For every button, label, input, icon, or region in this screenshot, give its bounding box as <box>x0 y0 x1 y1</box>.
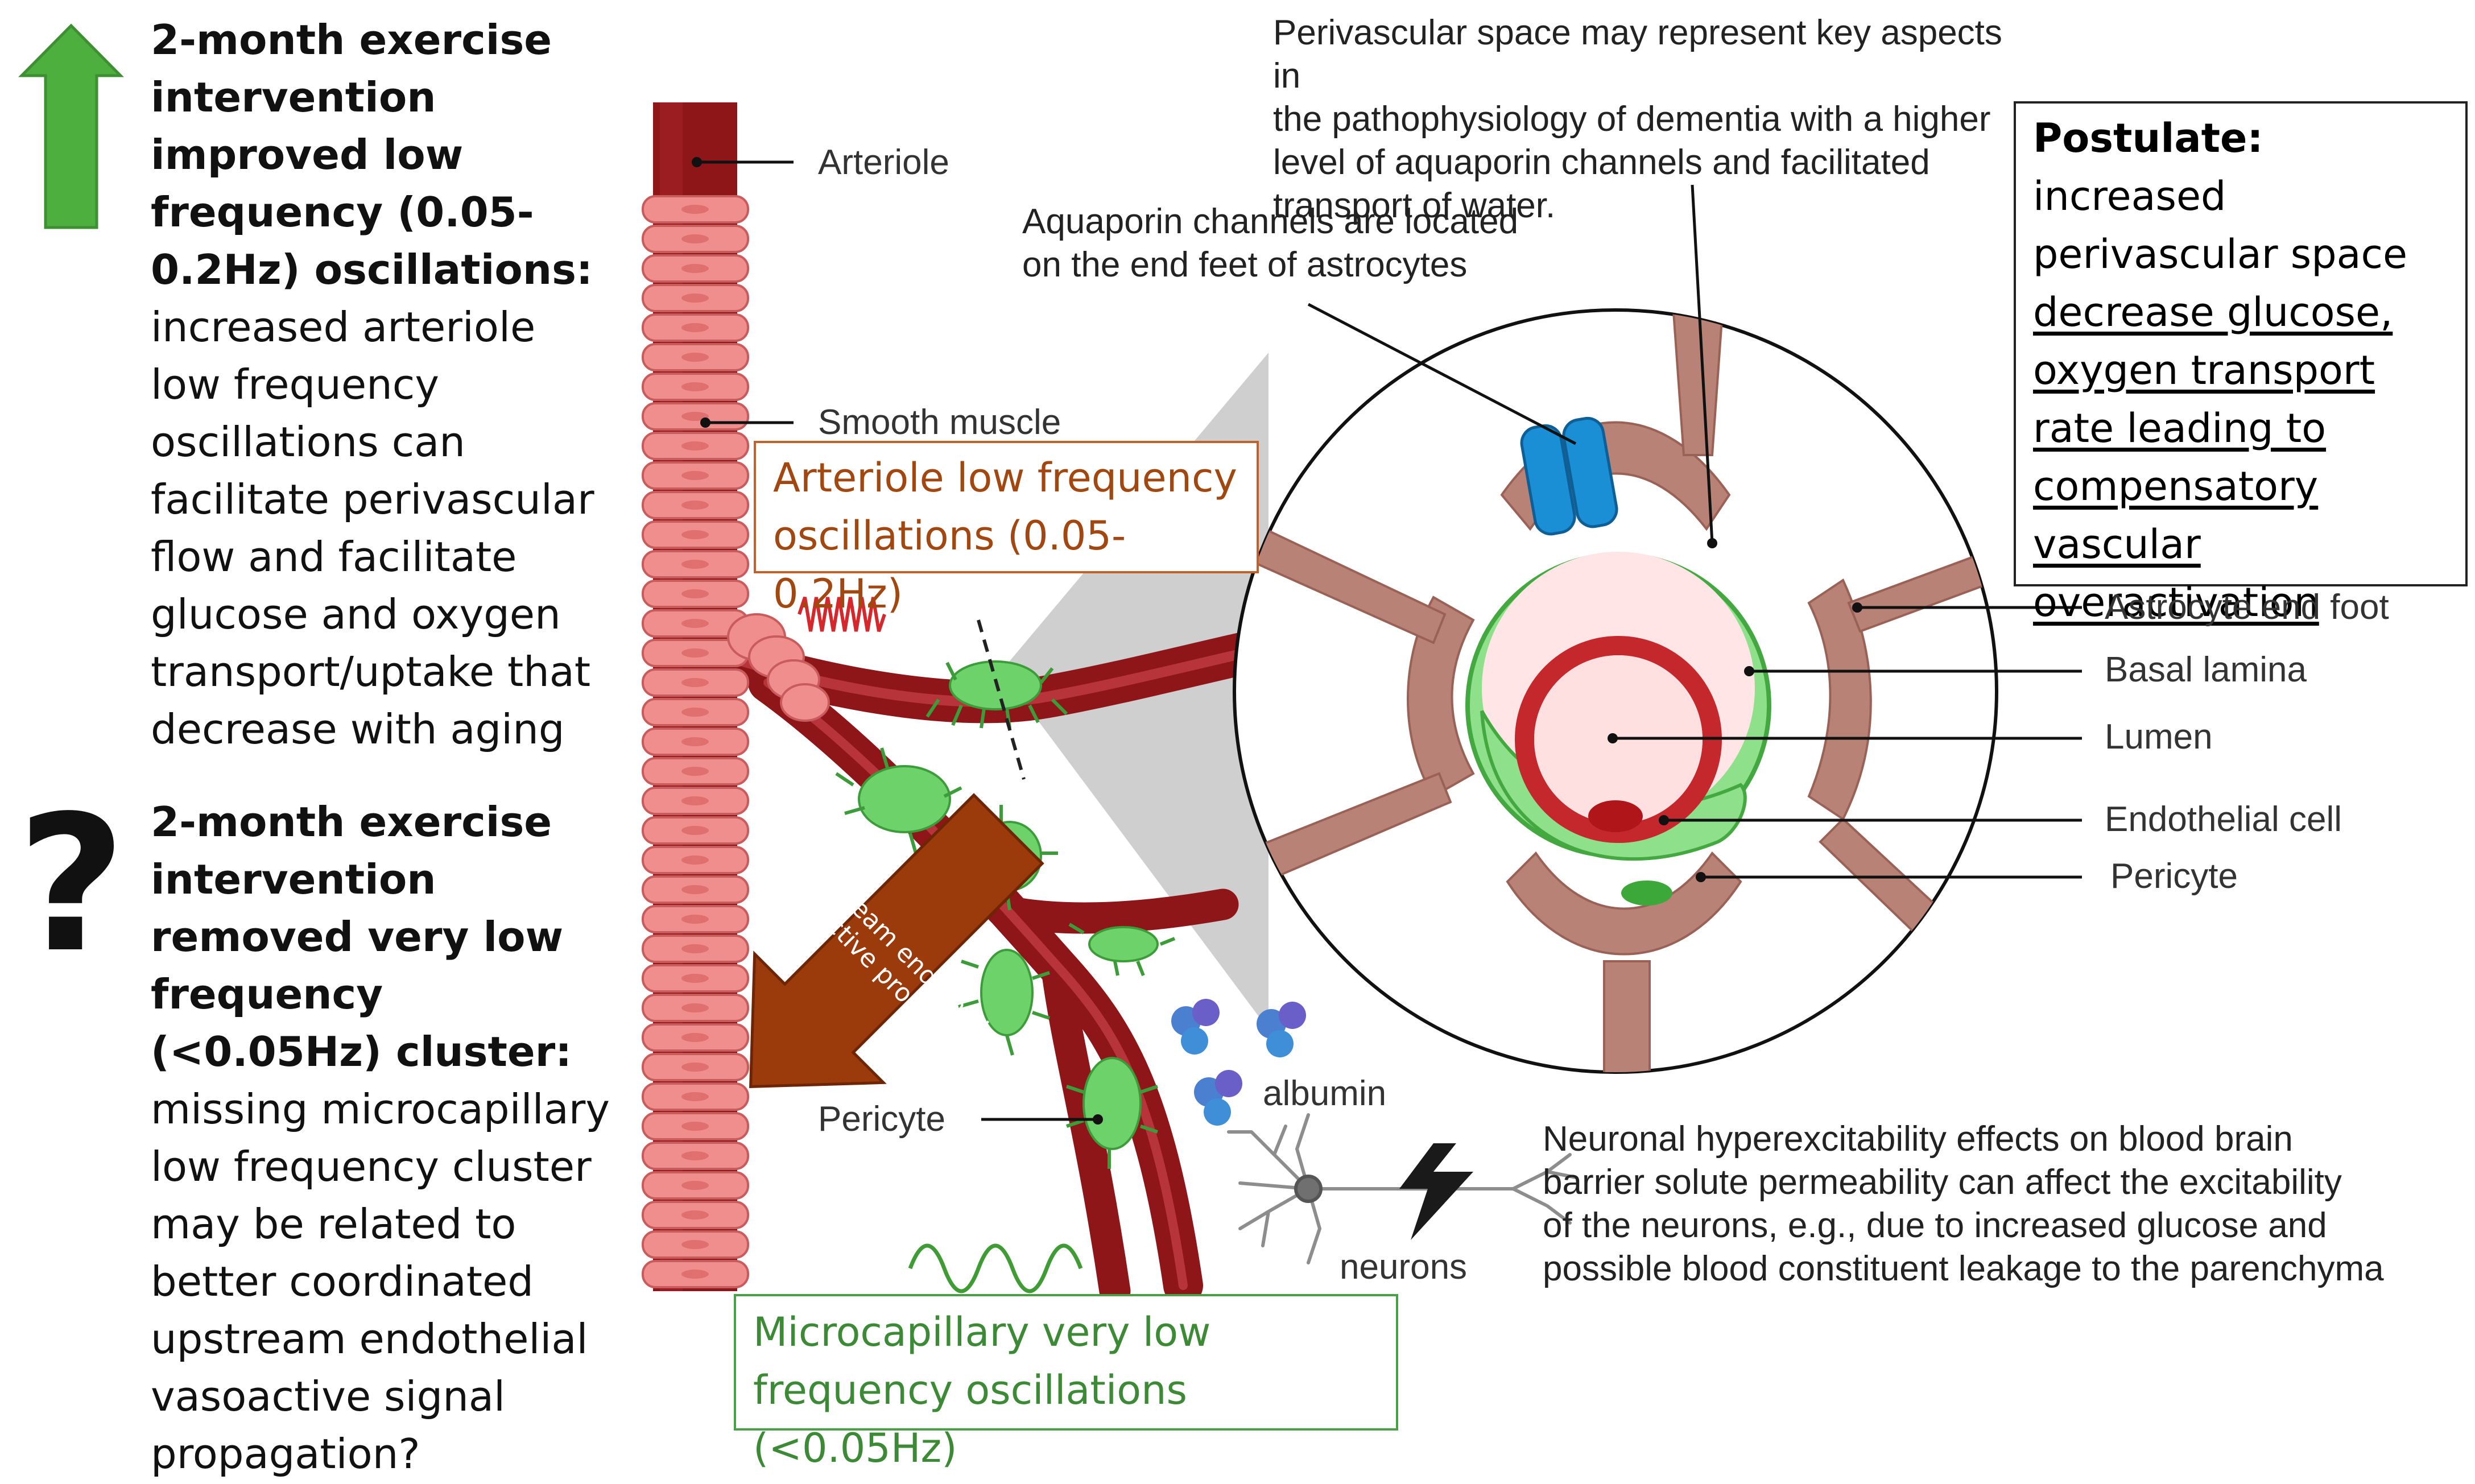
smooth-muscle-nucleus <box>681 826 709 835</box>
smooth-muscle-nucleus <box>681 205 709 214</box>
pericyte-cells <box>858 660 1159 1150</box>
smooth-muscle-nucleus <box>681 944 709 953</box>
aquaporin-annotation: Aquaporin channels are located on the en… <box>1022 202 1519 284</box>
leader-lines <box>697 160 2082 1121</box>
bottom-finding-bold: 2-month exercise intervention removed ve… <box>151 798 564 1076</box>
microcapillary-wave-icon <box>908 1243 1083 1293</box>
branch-smooth-muscle <box>727 613 830 722</box>
smooth-muscle-nucleus <box>681 589 709 598</box>
neuron-icon <box>1227 1113 1577 1264</box>
smooth-muscle-nucleus <box>681 1122 709 1131</box>
smooth-muscle-nucleus <box>681 1151 709 1160</box>
perivascular-annotation: Perivascular space may represent key asp… <box>1273 13 2002 225</box>
smooth-muscle-nucleus <box>681 234 709 243</box>
smooth-muscle-nucleus <box>681 767 709 776</box>
microcapillary-oscillation-text: Microcapillary very low frequency oscill… <box>753 1309 1211 1471</box>
arteriole-wave-icon <box>798 597 886 632</box>
smooth-muscle-nucleus <box>681 855 709 865</box>
diagram-artwork <box>18 23 2082 1307</box>
smooth-muscle-nucleus <box>681 796 709 805</box>
aquaporin-channel-icon <box>1520 416 1618 536</box>
smooth-muscle-nucleus <box>681 501 709 510</box>
smooth-muscle-nucleus <box>681 1181 709 1190</box>
albumin-molecules <box>1171 999 1306 1126</box>
pericyte-circle-label: Pericyte <box>2110 857 2238 896</box>
endothelial-cell-label: Endothelial cell <box>2105 800 2342 839</box>
smooth-muscle-nucleus <box>681 678 709 687</box>
bottom-finding-text: 2-month exercise intervention removed ve… <box>151 793 617 1483</box>
postulate-heading: Postulate: <box>2033 115 2263 162</box>
smooth-muscle-nucleus <box>681 441 709 450</box>
top-finding-bold: 2-month exercise intervention improved l… <box>151 16 576 294</box>
smooth-muscle-nucleus <box>681 294 709 303</box>
postulate-text: Postulate: increased perivascular space … <box>2016 104 2465 637</box>
cut-line <box>977 619 1026 780</box>
question-mark-icon: ? <box>17 775 126 994</box>
postulate-underlined: decrease glucose, oxygen transport rate … <box>2033 289 2393 626</box>
smooth-muscle-nucleus <box>681 1003 709 1012</box>
arteriole-oscillation-box: Arteriole low frequency oscillations (0.… <box>754 441 1259 617</box>
bottom-finding-body: missing microcapillary low frequency clu… <box>151 1085 610 1478</box>
neurons-label: neurons <box>1340 1247 1468 1287</box>
propagation-arrow <box>749 793 1044 1088</box>
top-finding-body: increased arteriole low frequency oscill… <box>151 303 594 753</box>
arteriole-oscillation-text: Arteriole low frequency oscillations (0.… <box>773 454 1237 617</box>
smooth-muscle-nucleus <box>681 560 709 569</box>
smooth-muscle-nucleus <box>681 885 709 894</box>
smooth-muscle-nucleus <box>681 412 709 421</box>
smooth-muscle-nucleus <box>681 619 709 628</box>
postulate-box: Postulate: increased perivascular space … <box>2014 101 2468 626</box>
neuronal-annotation: Neuronal hyperexcitability effects on bl… <box>1543 1119 2384 1288</box>
smooth-muscle-nucleus <box>681 737 709 746</box>
basal-lamina-label: Basal lamina <box>2105 650 2307 689</box>
microcapillary-oscillation-box: Microcapillary very low frequency oscill… <box>734 1294 1398 1471</box>
smooth-muscle-bands <box>642 195 749 1288</box>
smooth-muscle-nucleus <box>681 974 709 983</box>
lightning-icon <box>1399 1143 1473 1240</box>
smooth-muscle-nucleus <box>681 264 709 273</box>
pericyte-label: Pericyte <box>818 1099 945 1139</box>
lumen-label: Lumen <box>2105 717 2213 757</box>
top-finding-text: 2-month exercise intervention improved l… <box>151 11 617 758</box>
smooth-muscle-nucleus <box>681 1210 709 1220</box>
smooth-muscle-nucleus <box>681 1063 709 1072</box>
smooth-muscle-nucleus <box>681 382 709 391</box>
up-arrow-icon <box>18 23 124 229</box>
leader-dots <box>692 157 1862 1125</box>
postulate-lead: increased perivascular space <box>2033 173 2408 278</box>
smooth-muscle-nucleus <box>681 353 709 362</box>
smooth-muscle-nucleus <box>681 1033 709 1042</box>
top-finding-colon: : <box>576 246 593 294</box>
smooth-muscle-nucleus <box>681 648 709 658</box>
smooth-muscle-nucleus <box>681 1270 709 1279</box>
smooth-muscle-nucleus <box>681 915 709 924</box>
smooth-muscle-nucleus <box>681 530 709 539</box>
albumin-label: albumin <box>1263 1074 1387 1113</box>
smooth-muscle-nucleus <box>681 1092 709 1101</box>
smooth-muscle-label: Smooth muscle <box>818 403 1061 442</box>
smooth-muscle-nucleus <box>681 471 709 480</box>
smooth-muscle-nucleus <box>681 708 709 717</box>
bottom-finding-colon: : <box>555 1028 572 1076</box>
smooth-muscle-nucleus <box>681 323 709 332</box>
arteriole-label: Arteriole <box>818 143 949 182</box>
smooth-muscle-nucleus <box>681 1240 709 1249</box>
astrocyte-label: Astrocyte end foot <box>2105 588 2389 627</box>
